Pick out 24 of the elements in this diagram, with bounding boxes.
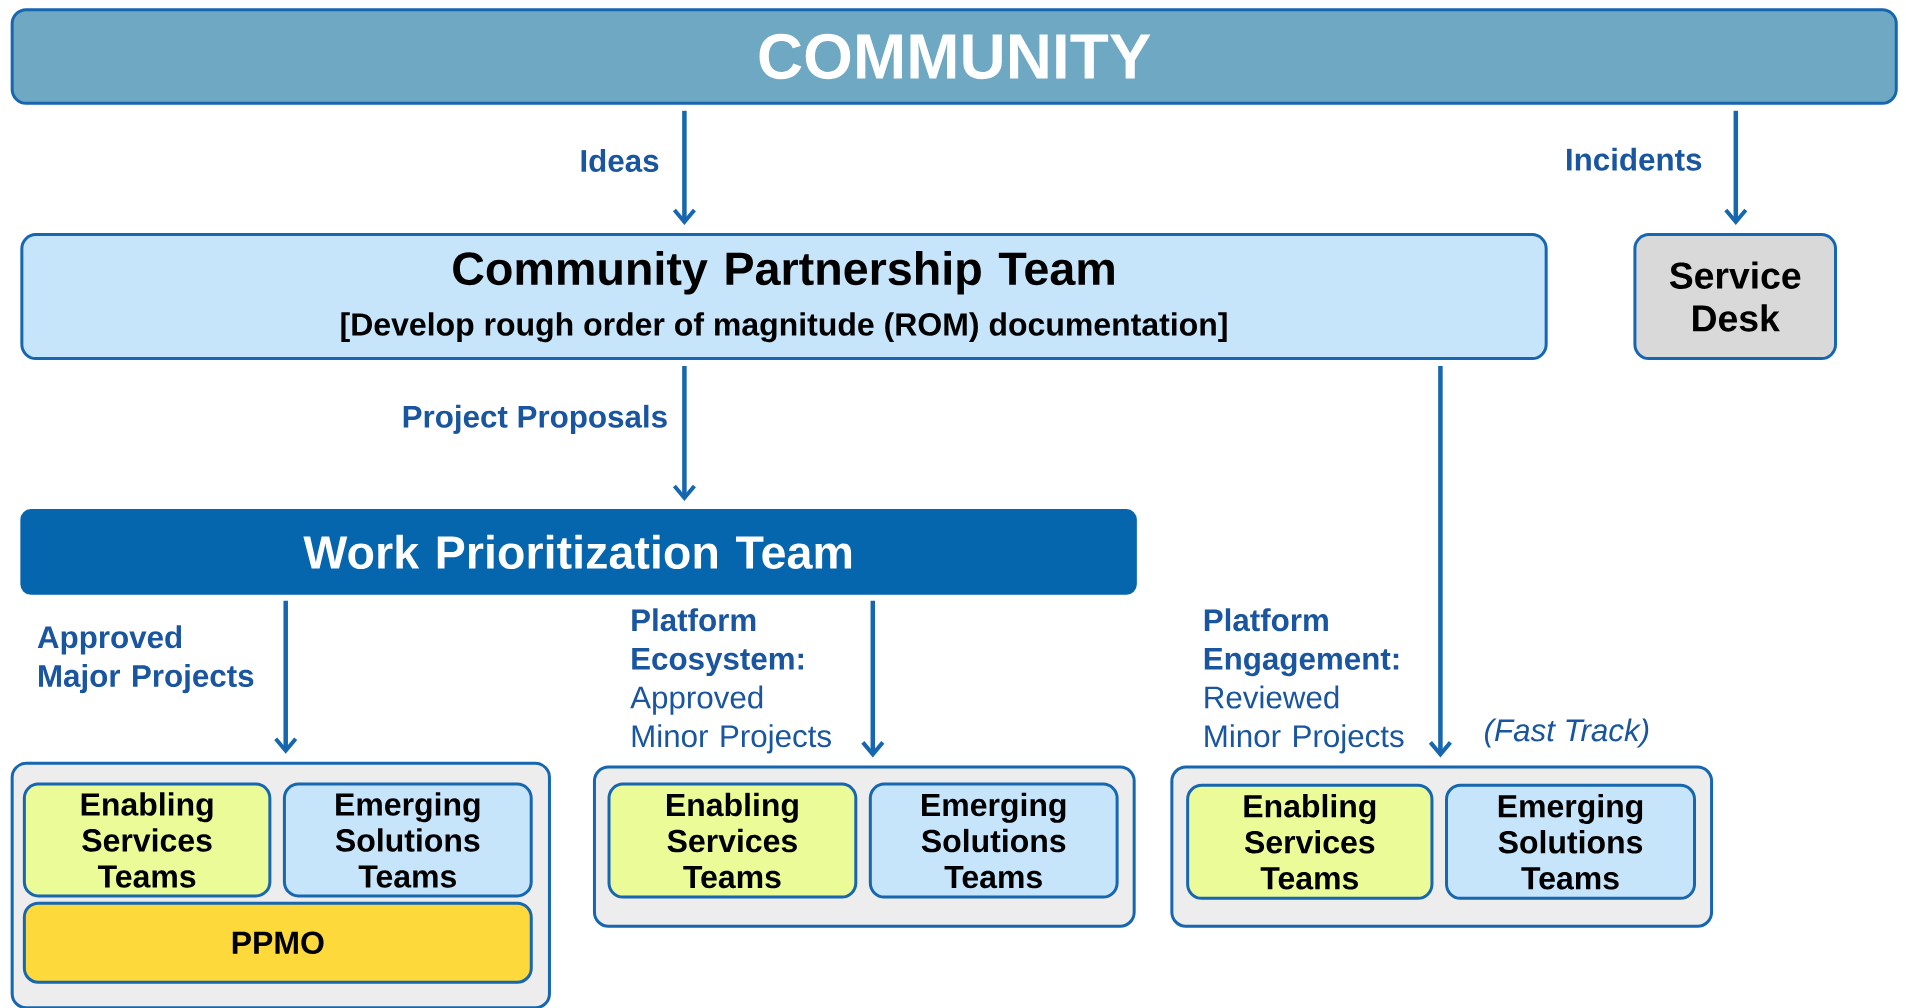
arrow: [1428, 366, 1452, 758]
arrow: [672, 110, 696, 226]
note: (Fast Track): [1485, 718, 1649, 748]
edge-label: Ideas: [576, 146, 663, 175]
ppmo-box: PPMO: [22, 901, 533, 984]
arrow: [861, 600, 885, 758]
edge-label: Approved Major Projects: [34, 622, 273, 696]
edge-label: Incidents: [1562, 145, 1706, 174]
team-box: Enabling Services Teams: [22, 782, 272, 898]
arrow: [1724, 110, 1748, 226]
edge-label: Project Proposals: [399, 402, 671, 437]
team-box: Emerging Solutions Teams: [1445, 783, 1696, 900]
arrow: [274, 600, 298, 754]
team-box: Emerging Solutions Teams: [868, 782, 1119, 899]
team-box: Community Partnership Team [Develop rough order of magnitude (ROM) documentation]: [20, 233, 1548, 361]
banner: COMMUNITY: [10, 8, 1898, 105]
edge-label: Platform Engagement: Reviewed Minor Projects: [1200, 605, 1422, 757]
team-box: Enabling Services Teams: [1186, 783, 1434, 900]
arrow: [672, 366, 696, 502]
team-banner: Work Prioritization Team: [20, 509, 1137, 595]
edge-label: Platform Ecosystem: Approved Minor Projects: [627, 605, 850, 757]
team-box: Emerging Solutions Teams: [282, 782, 533, 898]
team-box: Enabling Services Teams: [607, 782, 858, 899]
service-box: Service Desk: [1633, 233, 1837, 361]
